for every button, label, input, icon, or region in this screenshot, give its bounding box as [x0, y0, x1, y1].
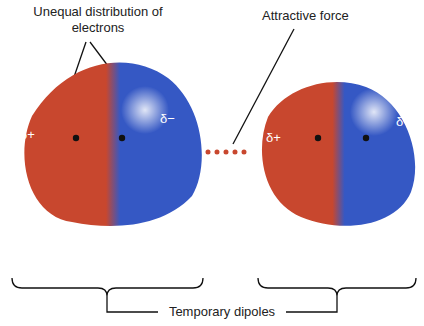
blob-body [24, 62, 201, 226]
bracket-join [286, 296, 337, 312]
charge-label: δ− [160, 111, 175, 127]
highlight [350, 88, 398, 136]
charge-label: δ+ [20, 127, 35, 143]
nucleus-dot [363, 135, 369, 141]
bracket [12, 278, 203, 296]
nucleus-dot [119, 135, 125, 141]
nucleus-dot [73, 135, 79, 141]
callout-label: Unequal distribution of electrons [18, 4, 178, 36]
callout-label: Temporary dipoles [140, 304, 304, 320]
charge-label: δ+ [266, 130, 281, 146]
charge-label: δ− [396, 114, 411, 130]
bracket-join [107, 296, 158, 312]
callout-label: Attractive force [262, 8, 392, 24]
blob-shape [256, 62, 418, 237]
highlight [121, 86, 169, 134]
nucleus-dot [315, 135, 321, 141]
dipole-blob: δ+ δ− [10, 48, 205, 233]
blob-body [262, 82, 415, 226]
attraction-dots [208, 150, 253, 155]
dipole-blob: δ+ δ− [256, 62, 418, 237]
bracket [258, 278, 416, 296]
blob-shape [10, 48, 205, 233]
